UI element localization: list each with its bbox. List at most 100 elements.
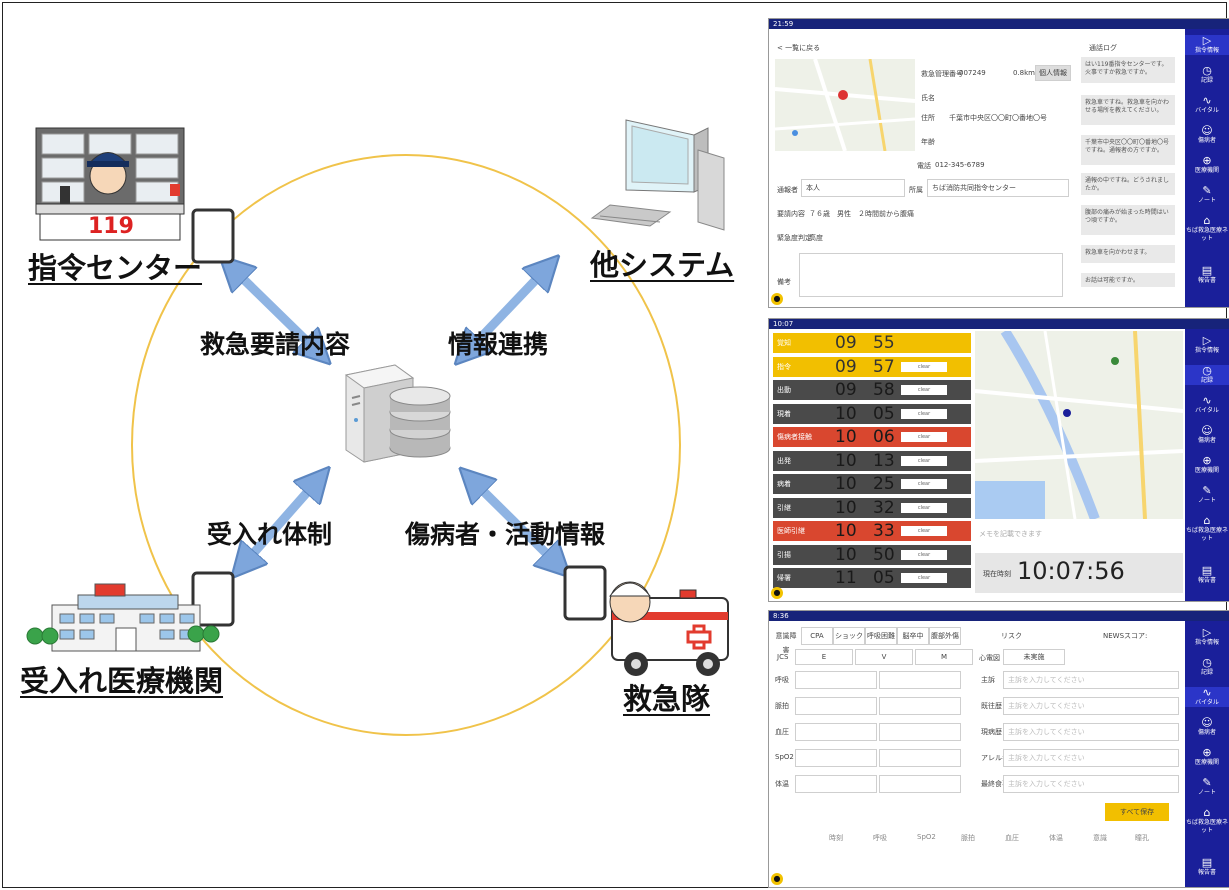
flow-label-request: 救急要請内容 <box>200 330 351 359</box>
reporter-field[interactable]: 本人 <box>801 179 905 197</box>
back-link[interactable]: < 一覧に戻る <box>777 44 821 52</box>
map-view[interactable] <box>975 331 1183 519</box>
rail-item-hospital[interactable]: ⊕医療機関 <box>1194 746 1219 767</box>
rail-item-hospital[interactable]: ⊕医療機関 <box>1194 154 1219 175</box>
screenshot-vitals: 8:36 意識障害 CPA ショック 呼吸困難 脳卒中 腹部外傷 リスク NEW… <box>768 610 1229 888</box>
time-row-clear-button[interactable]: clear <box>901 549 947 560</box>
time-row-hour: 10 <box>835 521 857 541</box>
flow-label-patient-info: 傷病者・活動情報 <box>405 520 606 549</box>
time-row-minute: 50 <box>873 544 895 565</box>
log-bubble: 救急車を向かわせます。 <box>1081 245 1175 263</box>
rail-item-vitals[interactable]: ∿バイタル <box>1185 687 1229 707</box>
rail-item-record[interactable]: ◷記録 <box>1185 365 1229 385</box>
flow-label-integration: 情報連携 <box>448 330 549 359</box>
vital-input[interactable] <box>795 671 877 689</box>
scenario-tab[interactable]: 腹部外傷 <box>929 627 961 645</box>
rail-item-report[interactable]: ▤報告書 <box>1197 856 1216 877</box>
network-circle <box>131 154 681 736</box>
rail-item-dispatch[interactable]: ▷指令情報 <box>1194 334 1219 355</box>
time-row-clear-button[interactable]: clear <box>901 408 947 419</box>
mic-icon[interactable]: ● <box>771 587 783 599</box>
scenario-tab[interactable]: 意識障害 <box>773 629 799 654</box>
rail-item-vitals[interactable]: ∿バイタル <box>1195 394 1219 415</box>
time-row-clear-button[interactable]: clear <box>901 526 947 536</box>
personal-info-button[interactable]: 個人情報 <box>1035 65 1071 81</box>
vital-input[interactable] <box>879 697 961 715</box>
rail-item-vitals[interactable]: ∿バイタル <box>1195 94 1219 115</box>
relation-field[interactable]: ちば消防共同指令センター <box>927 179 1069 197</box>
arrow-hospital-server <box>243 480 318 565</box>
rail-item-patient[interactable]: ☺傷病者 <box>1197 124 1216 145</box>
map-view[interactable] <box>775 59 915 151</box>
rail-item-patient[interactable]: ☺傷病者 <box>1197 424 1216 445</box>
right-row-label: 既往歴 <box>981 702 1002 710</box>
time-row-label: 覚知 <box>777 339 791 347</box>
command-center-label: 指令センター <box>28 251 203 285</box>
rail-item-dispatch[interactable]: ▷指令情報 <box>1185 35 1229 55</box>
mic-icon[interactable]: ● <box>771 873 783 885</box>
rail-item-notes[interactable]: ✎ノート <box>1197 776 1216 797</box>
scenario-tab[interactable]: 呼吸困難 <box>865 627 897 645</box>
severity-label: 緊急度判定 <box>777 234 812 242</box>
right-row-input[interactable]: 主訴を入力してください <box>1003 749 1179 767</box>
rail-item-dispatch[interactable]: ▷指令情報 <box>1194 626 1219 647</box>
vital-input[interactable] <box>795 723 877 741</box>
time-row-label: 病着 <box>777 480 791 488</box>
footer-col: 体温 <box>1049 834 1063 842</box>
right-row-input[interactable]: 主訴を入力してください <box>1003 697 1179 715</box>
time-row-clear-button[interactable]: clear <box>901 479 947 489</box>
time-row-clear-button[interactable]: clear <box>901 502 947 513</box>
time-row-clear-button[interactable]: clear <box>901 573 947 583</box>
scenario-tab[interactable]: CPA <box>801 627 833 645</box>
time-row-minute: 05 <box>873 403 895 424</box>
time-row-clear-button[interactable]: clear <box>901 385 947 395</box>
rail-item-report[interactable]: ▤報告書 <box>1197 264 1216 285</box>
relation-label: 所属 <box>909 186 923 194</box>
time-row-minute: 58 <box>873 380 895 400</box>
vital-input[interactable] <box>879 671 961 689</box>
ecg-field[interactable]: 未実施 <box>1003 649 1065 665</box>
mic-icon[interactable]: ● <box>771 293 783 305</box>
right-row-input[interactable]: 主訴を入力してください <box>1003 723 1179 741</box>
notes-field[interactable] <box>799 253 1063 297</box>
vital-input[interactable] <box>795 697 877 715</box>
time-row-clear-button[interactable]: clear <box>901 455 947 466</box>
rail-item-hospital[interactable]: ⊕医療機関 <box>1194 454 1219 475</box>
vital-input[interactable] <box>795 775 877 793</box>
vital-input[interactable] <box>879 723 961 741</box>
rail-item-notes[interactable]: ✎ノート <box>1197 184 1216 205</box>
time-row-clear-button[interactable]: clear <box>901 432 947 442</box>
rail-item-record[interactable]: ◷記録 <box>1200 656 1213 677</box>
vital-input[interactable] <box>879 775 961 793</box>
scenario-tab[interactable]: ショック <box>833 627 865 645</box>
rail-item-notes[interactable]: ✎ノート <box>1197 484 1216 505</box>
ambulance-icon <box>608 581 729 676</box>
log-title: 通話ログ <box>1089 44 1117 52</box>
computer-icon <box>590 119 725 231</box>
rail-item-network[interactable]: ⌂ちば救急医療ネット <box>1185 806 1228 835</box>
time-row-label: 帰署 <box>777 574 791 582</box>
right-row-input[interactable]: 主訴を入力してください <box>1003 775 1179 793</box>
rail-item-record[interactable]: ◷記録 <box>1200 64 1213 85</box>
vital-input[interactable] <box>879 749 961 767</box>
rail-item-network[interactable]: ⌂ちば救急医療ネット <box>1185 514 1228 543</box>
footer-col: 瞳孔 <box>1135 834 1149 842</box>
ambulance-label: 救急隊 <box>623 682 711 716</box>
time-row-clear-button[interactable]: clear <box>901 361 947 372</box>
memo-placeholder[interactable]: メモを記載できます <box>979 530 1042 538</box>
gcs-m-field[interactable]: M <box>915 649 973 665</box>
scenario-tab[interactable]: 脳卒中 <box>897 627 929 645</box>
footer-col: 意識 <box>1093 834 1107 842</box>
vital-input[interactable] <box>795 749 877 767</box>
rail-item-report[interactable]: ▤報告書 <box>1197 564 1216 585</box>
right-row-input[interactable]: 主訴を入力してください <box>1003 671 1179 689</box>
rail-item-patient[interactable]: ☺傷病者 <box>1197 716 1216 737</box>
footer-col: 脈拍 <box>961 834 975 842</box>
log-bubble: 救急車ですね。救急車を向かわせる場所を教えてください。 <box>1081 95 1175 125</box>
rail-item-network[interactable]: ⌂ちば救急医療ネット <box>1185 214 1228 243</box>
gcs-e-field[interactable]: E <box>795 649 853 665</box>
save-all-button[interactable]: すべて保存 <box>1105 803 1169 821</box>
gcs-v-field[interactable]: V <box>855 649 913 665</box>
